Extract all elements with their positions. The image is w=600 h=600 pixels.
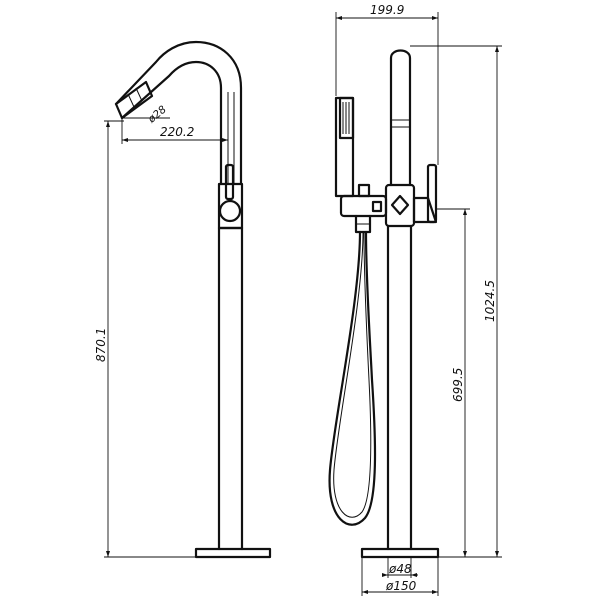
spout-nozzle-left: [114, 80, 154, 120]
valve-body-left: [217, 182, 244, 230]
spout-left: [114, 40, 243, 186]
base-plate-left: [194, 547, 272, 559]
base-diameter-label: ø150: [385, 579, 417, 593]
handset-holder: [339, 194, 388, 218]
handset-holder-height-label: 699.5: [451, 368, 465, 402]
base-plate-right: [360, 547, 440, 559]
overall-width-label: 199.9: [370, 3, 404, 17]
shower-head: [338, 96, 355, 140]
overall-height-label: 1024.5: [483, 280, 497, 322]
front-view: 199.9 1024.5 699.5 ø48 ø150: [328, 3, 502, 596]
spout-diameter-label: ø28: [145, 103, 169, 126]
lever-left: [224, 163, 235, 201]
spout-height-label: 870.1: [94, 328, 108, 362]
shower-hose: [328, 230, 377, 526]
spout-reach-label: 220.2: [160, 125, 194, 139]
side-view: ø28 220.2 870.1: [94, 40, 272, 559]
spout-column-right: [389, 49, 412, 187]
valve-knob-left: [218, 199, 242, 223]
pipe-diameter-label: ø48: [388, 562, 412, 576]
hand-shower: [334, 96, 355, 198]
valve-body-right: [384, 183, 416, 228]
diverter-knob: [357, 183, 371, 198]
